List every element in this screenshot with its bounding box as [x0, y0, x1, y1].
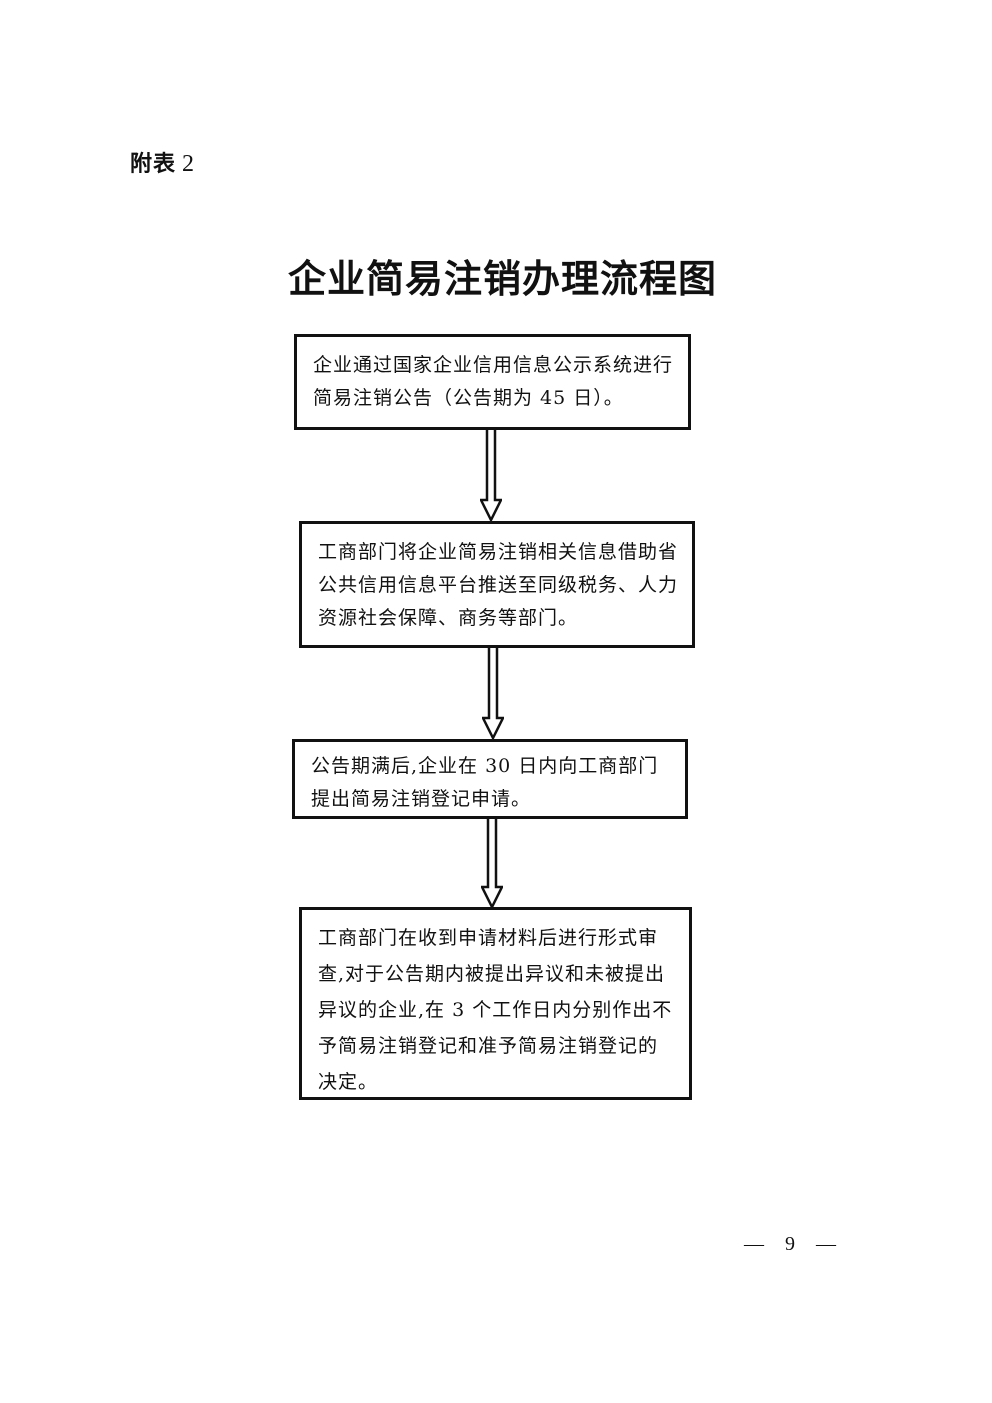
down-arrow-icon [480, 430, 502, 522]
flow-step-4: 工商部门在收到申请材料后进行形式审查,对于公告期内被提出异议和未被提出异议的企业… [299, 907, 692, 1100]
flow-step-3: 公告期满后,企业在 30 日内向工商部门提出简易注销登记申请。 [292, 739, 688, 819]
down-arrow-icon [481, 819, 503, 909]
flow-step-2: 工商部门将企业简易注销相关信息借助省公共信用信息平台推送至同级税务、人力资源社会… [299, 521, 695, 648]
flow-step-1: 企业通过国家企业信用信息公示系统进行简易注销公告（公告期为 45 日）。 [294, 334, 691, 430]
appendix-number: 2 [182, 151, 196, 177]
down-arrow-icon [482, 648, 504, 740]
appendix-label-text: 附表 [130, 152, 177, 177]
page-number: — 9 — [744, 1233, 844, 1255]
page-title: 企业简易注销办理流程图 [288, 256, 718, 301]
